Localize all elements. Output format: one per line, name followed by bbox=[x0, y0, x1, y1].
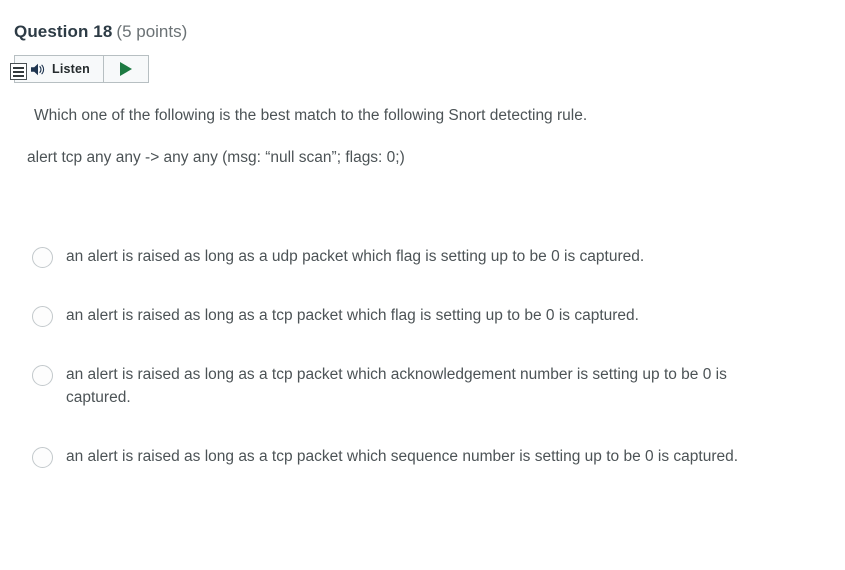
handle-bar bbox=[13, 66, 24, 69]
speaker-icon bbox=[31, 63, 46, 76]
question-points: (5 points) bbox=[116, 22, 188, 41]
answer-label-2: an alert is raised as long as a tcp pack… bbox=[66, 307, 639, 324]
radio-button-2[interactable] bbox=[32, 306, 53, 327]
radio-button-1[interactable] bbox=[32, 247, 53, 268]
listen-toolbar[interactable]: Listen bbox=[14, 55, 150, 83]
question-prompt: Which one of the following is the best m… bbox=[34, 107, 588, 124]
hamburger-drag-handle-icon[interactable] bbox=[10, 63, 27, 80]
answer-option-4[interactable]: an alert is raised as long as a tcp pack… bbox=[32, 445, 812, 468]
radio-button-4[interactable] bbox=[32, 447, 53, 468]
question-number: Question 18 bbox=[14, 22, 113, 41]
question-header: Question 18(5 points) bbox=[14, 21, 187, 43]
question-body: Which one of the following is the best m… bbox=[27, 103, 774, 171]
handle-bar bbox=[13, 74, 24, 77]
toolbar-divider bbox=[103, 56, 105, 82]
answer-options-list: an alert is raised as long as a udp pack… bbox=[32, 245, 812, 468]
play-triangle-icon bbox=[120, 62, 133, 76]
answer-label-1: an alert is raised as long as a udp pack… bbox=[66, 248, 645, 265]
radio-button-3[interactable] bbox=[32, 365, 53, 386]
answer-option-2[interactable]: an alert is raised as long as a tcp pack… bbox=[32, 304, 812, 327]
answer-label-3: an alert is raised as long as a tcp pack… bbox=[66, 366, 727, 406]
snort-rule-text: alert tcp any any -> any any (msg: “null… bbox=[27, 149, 405, 166]
answer-label-4: an alert is raised as long as a tcp pack… bbox=[66, 448, 739, 465]
answer-option-1[interactable]: an alert is raised as long as a udp pack… bbox=[32, 245, 812, 268]
play-button[interactable] bbox=[104, 56, 148, 82]
handle-bar bbox=[13, 70, 24, 73]
answer-option-3[interactable]: an alert is raised as long as a tcp pack… bbox=[32, 363, 812, 409]
listen-button[interactable]: Listen bbox=[15, 56, 103, 82]
listen-label: Listen bbox=[52, 61, 91, 76]
